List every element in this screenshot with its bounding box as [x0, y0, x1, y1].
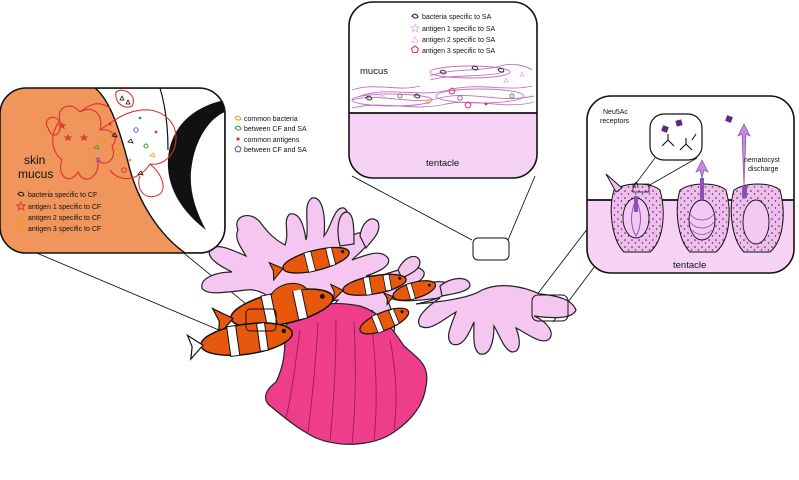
- skin-legend: bacteria specific to CF antigen 1 specif…: [15, 191, 101, 233]
- legend-antigen3-sa: antigen 3 specific to SA: [422, 48, 495, 55]
- legend-bacteria-sa: bacteria specific to SA: [422, 14, 492, 21]
- zoom-box-nematocyst: [531, 294, 569, 322]
- triangle-icon: [17, 214, 25, 221]
- clownfish: [268, 246, 350, 282]
- pentagon-sa-icon: [410, 45, 420, 54]
- anemone-column-ridges: [285, 319, 397, 445]
- common-legend: common bacteria between CF and SA common…: [234, 115, 307, 154]
- legend-antigen1-sa: antigen 1 specific to SA: [422, 26, 495, 33]
- clownfish-large: [186, 321, 293, 361]
- mucus-label: mucus: [18, 167, 53, 181]
- common-bacteria-line1: common bacteria: [244, 116, 298, 123]
- common-antigens-line2: between CF and SA: [244, 147, 307, 154]
- common-bacteria-line2: between CF and SA: [244, 126, 307, 133]
- legend-antigen2-cf: antigen 2 specific to CF: [28, 215, 101, 222]
- sa-legend: bacteria specific to SA antigen 1 specif…: [409, 13, 495, 55]
- skin-mucus-panel: skin mucus bacteria specific to CF antig…: [0, 87, 226, 254]
- mucus-particles: [365, 65, 525, 109]
- cnidocyte-cell-discharging: [676, 159, 730, 253]
- zoom-box-mucus: [472, 237, 510, 261]
- anemone-column: [264, 303, 428, 445]
- mucus-outline: [45, 89, 177, 198]
- clownfish: [329, 273, 407, 302]
- pentagon-icon: [234, 145, 242, 153]
- anemone-upper-tentacle: [337, 211, 355, 247]
- cnidocyte-cell-fired: [730, 123, 784, 253]
- neu5ac-molecule: [725, 115, 733, 123]
- anemone-upper-tentacle: [359, 218, 380, 250]
- common-bacteria-icon: [234, 115, 242, 121]
- bacteria-sa-icon: [411, 13, 419, 19]
- mucus-panel-tentacle-label: tentacle: [426, 158, 459, 169]
- legend-antigen3-cf: antigen 3 specific to CF: [28, 226, 101, 233]
- mucus-panel-mucus-label: mucus: [360, 66, 388, 77]
- receptor-callout: [632, 113, 703, 193]
- star-sa-icon: [409, 22, 421, 33]
- clownfish: [382, 280, 437, 307]
- anemone-upper-tentacle: [439, 277, 471, 297]
- legend-antigen2-sa: antigen 2 specific to SA: [422, 37, 495, 44]
- receptor-label-line1: Neu5Ac: [603, 109, 628, 116]
- legend-bacteria-cf: bacteria specific to CF: [28, 192, 97, 199]
- black-fin-crescent: [167, 100, 225, 230]
- ring-icon: [17, 224, 25, 232]
- star-icon: [15, 200, 27, 211]
- cnidocyte-cell: [605, 173, 664, 253]
- receptor-label-line2: receptors: [600, 118, 630, 125]
- triangle-sa-icon: [411, 36, 419, 43]
- legend-antigen1-cf: antigen 1 specific to CF: [28, 204, 101, 211]
- anemone-upper-tentacle: [397, 255, 421, 279]
- clownfish-group: [186, 246, 437, 361]
- nem-tentacle-label: tentacle: [673, 260, 706, 271]
- skin-label: skin: [24, 153, 45, 167]
- particles: [57, 95, 158, 176]
- common-bacteria-icon-2: [234, 125, 242, 131]
- clownfish: [359, 307, 410, 335]
- connector-lines: [19, 175, 599, 334]
- discharge-label-line1: nematocyst: [744, 157, 780, 164]
- nematocyst-panel: Neu5Ac receptors nematocyst discharge te…: [586, 95, 795, 274]
- clownfish-large: [211, 282, 334, 338]
- tentacle-mucus-panel: bacteria specific to SA antigen 1 specif…: [348, 1, 538, 179]
- common-antigens-line1: common antigens: [244, 137, 300, 144]
- mucus-strands: [351, 63, 535, 109]
- bacteria-icon: [17, 191, 25, 197]
- discharge-label-line2: discharge: [748, 166, 778, 173]
- common-antigen-dot-icon: [236, 137, 240, 141]
- zoom-box-skin: [245, 308, 277, 332]
